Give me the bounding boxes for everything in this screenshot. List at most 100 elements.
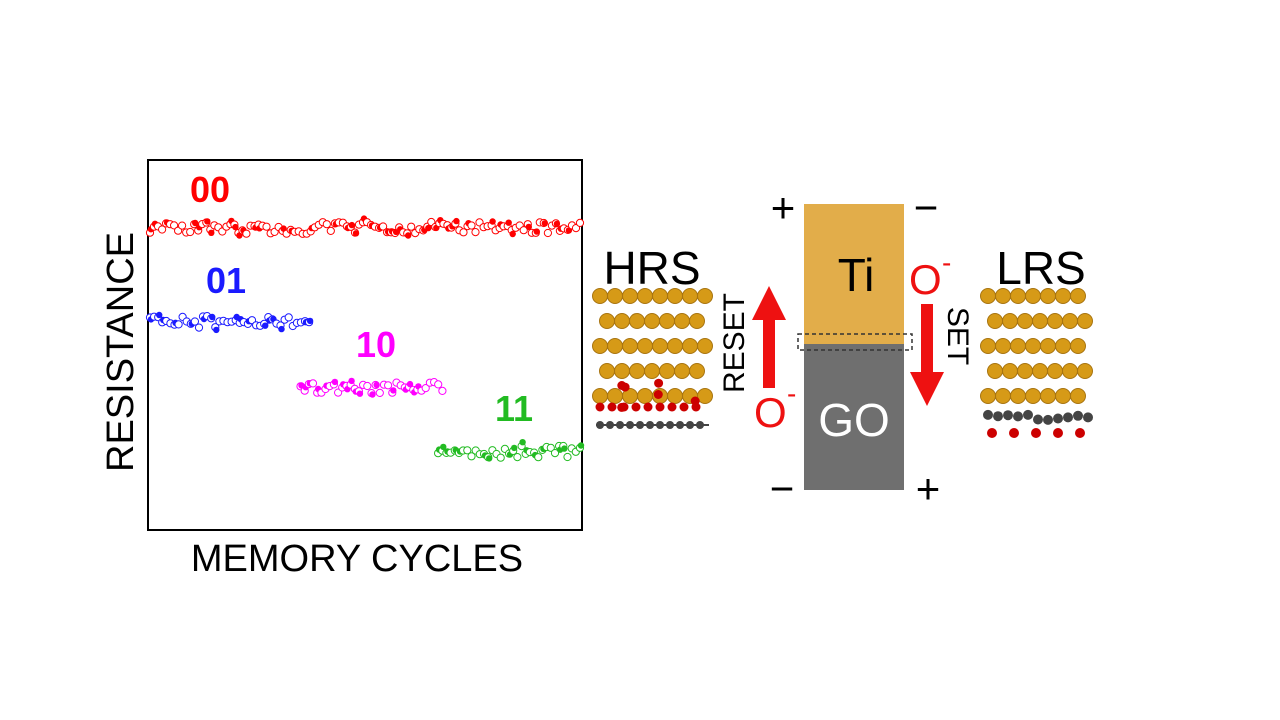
ti-atom <box>1010 388 1026 404</box>
reset-label: RESET <box>718 293 751 393</box>
data-point-01 <box>284 313 293 322</box>
data-point-01 <box>306 317 314 325</box>
ti-atom <box>637 288 653 304</box>
ti-atom <box>622 338 638 354</box>
hrs-label: HRS <box>603 242 700 294</box>
ti-atom <box>1010 288 1026 304</box>
data-point-10 <box>406 380 414 388</box>
ti-atom <box>637 338 653 354</box>
polarity-top-right: − <box>914 184 939 231</box>
data-point-00 <box>525 223 532 231</box>
oxygen-atom <box>1053 428 1063 438</box>
data-point-10 <box>369 391 376 398</box>
oxygen-atom <box>631 402 641 412</box>
oxygen-atom <box>595 402 605 412</box>
series-label-00: 00 <box>190 169 230 210</box>
data-point-11 <box>546 443 555 452</box>
data-point-00 <box>543 228 553 238</box>
carbon-atom <box>646 421 654 429</box>
data-point-01 <box>190 317 199 326</box>
lrs-structure: LRS <box>980 242 1093 438</box>
carbon-atom <box>616 421 624 429</box>
carbon-atom <box>1013 411 1023 422</box>
ion-left: O - <box>754 378 796 436</box>
data-point-11 <box>511 444 518 452</box>
carbon-atom <box>1023 409 1033 420</box>
data-point-11 <box>577 442 585 449</box>
data-point-01 <box>156 311 163 319</box>
data-point-01 <box>174 320 183 329</box>
carbon-atom <box>993 411 1003 422</box>
carbon-atom <box>983 409 993 420</box>
ti-atom <box>614 363 630 379</box>
data-point-00 <box>459 228 468 237</box>
carbon-atom <box>626 421 634 429</box>
ti-atom <box>614 313 630 329</box>
ti-atom <box>674 313 690 329</box>
ion-right: O - <box>909 247 951 303</box>
ti-atom <box>1055 338 1071 354</box>
data-point-01 <box>278 325 285 333</box>
oxygen-atom <box>1075 428 1085 438</box>
data-point-11 <box>513 453 522 462</box>
oxygen-atom <box>691 402 701 412</box>
ion-right-charge: - <box>942 247 951 278</box>
go-layer <box>804 344 904 490</box>
ti-atom <box>592 338 608 354</box>
data-point-11 <box>496 453 505 462</box>
data-point-00 <box>348 221 356 229</box>
ti-atom <box>659 363 675 379</box>
oxygen-atom <box>607 402 617 412</box>
reset-arrow <box>752 286 786 388</box>
ti-atom <box>995 338 1011 354</box>
ti-label: Ti <box>838 249 875 301</box>
interface-box <box>797 333 913 351</box>
ti-atom <box>622 288 638 304</box>
data-point-00 <box>467 221 476 230</box>
carbon-atom <box>1043 414 1053 425</box>
data-point-00 <box>509 230 516 238</box>
data-point-00 <box>405 232 412 239</box>
ti-atom <box>995 388 1011 404</box>
ti-atom <box>987 363 1003 379</box>
ti-atom <box>599 363 615 379</box>
ti-atom <box>1017 313 1033 329</box>
ti-atom <box>1077 313 1093 329</box>
data-point-10 <box>421 384 430 393</box>
ti-atom <box>629 313 645 329</box>
carbon-atom <box>666 421 674 429</box>
polarity-bottom-right: + <box>916 465 941 512</box>
data-point-00 <box>326 226 335 235</box>
data-point-11 <box>463 446 472 455</box>
device-stack: Ti GO + − − + RESET O - SET O - <box>718 184 974 512</box>
ti-atom <box>1025 388 1041 404</box>
carbon-atom <box>1063 412 1073 423</box>
hrs-structure: HRS <box>592 242 713 429</box>
ti-atom <box>592 288 608 304</box>
ti-atom <box>682 288 698 304</box>
data-point-00 <box>208 229 215 236</box>
series-label-10: 10 <box>356 324 396 365</box>
carbon-atom <box>1033 414 1043 425</box>
ti-atom <box>697 288 713 304</box>
data-point-00 <box>471 228 480 237</box>
carbon-atom <box>1083 412 1093 423</box>
data-point-10 <box>363 381 372 391</box>
ti-atom <box>1055 388 1071 404</box>
data-point-10 <box>356 390 364 397</box>
carbon-atom <box>596 421 604 429</box>
data-point-11 <box>534 453 543 462</box>
lrs-label: LRS <box>996 242 1085 294</box>
ti-atom <box>607 338 623 354</box>
ti-atom <box>980 288 996 304</box>
data-point-00 <box>186 227 195 237</box>
data-point-10 <box>308 379 318 388</box>
data-point-10 <box>375 388 384 397</box>
data-point-00 <box>262 222 271 231</box>
oxygen-atom <box>667 402 677 412</box>
data-point-00 <box>425 224 432 232</box>
hrs-atoms <box>592 288 713 429</box>
data-point-00 <box>170 221 179 230</box>
data-point-00 <box>519 226 528 235</box>
series-label-01: 01 <box>206 260 246 301</box>
